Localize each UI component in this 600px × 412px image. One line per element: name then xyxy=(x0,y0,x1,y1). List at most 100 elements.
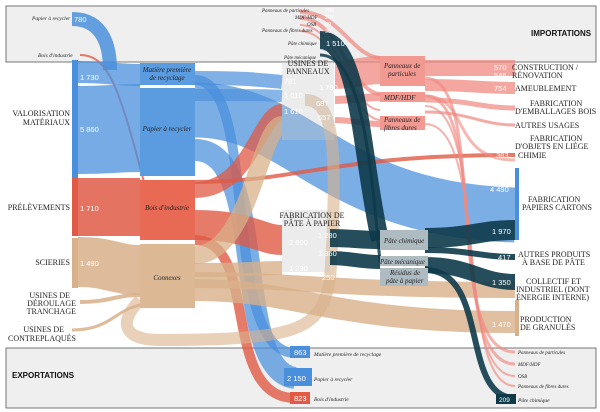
export-pate-chimique-label: Pâte chimique xyxy=(517,398,550,404)
export-mpr-label: Matière première de recyclage xyxy=(313,352,382,358)
mid-fab-pate-l1: FABRICATION DE xyxy=(280,211,345,220)
out-chimie-v: 383 xyxy=(496,151,509,160)
out-construction-v2: 546 xyxy=(494,71,507,80)
out-granules-l1: PRODUCTION xyxy=(520,315,572,324)
mid-usines-l2: PANNEAUX xyxy=(286,67,329,76)
out-autres-produits-v: 417 xyxy=(498,253,511,262)
node-fab-pate xyxy=(282,210,330,272)
source-deroulage-l3: TRANCHAGE xyxy=(27,307,76,316)
flow-pc-autres xyxy=(424,247,516,260)
node-residus xyxy=(380,268,428,286)
value-connexes-usines: 657 xyxy=(318,113,331,122)
import-particules-label: Panneaux de particules xyxy=(261,9,309,14)
import-osb-value: 69 xyxy=(325,22,331,28)
value-1730: 1 730 xyxy=(80,73,99,82)
flow-papier-usines xyxy=(194,89,283,102)
value-prelevements: 1 710 xyxy=(80,204,99,213)
value-fab-2600: 2 600 xyxy=(289,238,308,247)
export-mpr-value: 863 xyxy=(294,348,307,357)
mid-fab-pate-l2: PÂTE À PAPIER xyxy=(284,218,341,228)
out-autres-produits-l2: À BASE DE PÂTE xyxy=(522,257,585,267)
out-collectif-l1: COLLECTIF ET xyxy=(526,277,581,286)
export-mdf: MDF/HDF xyxy=(517,363,541,368)
out-autres-produits-l1: AUTRES PRODUITS xyxy=(518,250,590,259)
out-chimie: CHIMIE xyxy=(518,151,547,160)
value-mpr-usines: 781 xyxy=(284,77,297,86)
source-contreplaques-l2: CONTREPLAQUÉS xyxy=(8,333,76,343)
export-particules: Panneaux de particules xyxy=(517,351,565,356)
flow-pc-cartons xyxy=(424,220,516,248)
value-fab-1230: 1 230 xyxy=(289,264,308,273)
node-mpr xyxy=(140,63,195,85)
node-prelevements xyxy=(72,178,78,236)
flow-deroulage xyxy=(79,293,141,304)
out-ameublement-v: 754 xyxy=(494,84,507,93)
out-construction-l2: RÉNOVATION xyxy=(512,70,563,80)
mid-pate-meca: Pâte mécanique xyxy=(379,258,425,266)
mid-bois: Bois d'industrie xyxy=(145,204,189,212)
flow-connexes-usines xyxy=(193,116,286,264)
import-bois-label: Bois d'industrie xyxy=(38,53,73,59)
flow-bois-fab xyxy=(194,210,283,255)
source-deroulage-l1: USINES DE xyxy=(29,291,70,300)
mid-fibres-l2: fibres dures xyxy=(384,124,417,132)
node-out-cartons xyxy=(515,168,519,240)
export-osb: OSB xyxy=(518,375,527,380)
mid-particules-l2: particules xyxy=(387,70,416,78)
mid-mpr-l2: de recyclage xyxy=(149,74,184,82)
import-pate-chimique-value: 1 510 xyxy=(326,39,345,48)
value-pc-1280: 1 280 xyxy=(318,231,337,240)
node-panneaux-fibres xyxy=(380,116,425,130)
out-construction-v1: 570 xyxy=(494,63,507,72)
node-panneaux-particules xyxy=(380,56,425,86)
value-mdf-687: 687 xyxy=(316,99,329,108)
value-pm-1350: 1 350 xyxy=(318,249,337,258)
flow-bois-chimie xyxy=(194,153,516,184)
flow-panel-autres xyxy=(424,110,516,127)
exports-label: EXPORTATIONS xyxy=(12,371,75,380)
flow-connexes-fab xyxy=(194,261,283,277)
mid-mdf: MDF/HDF xyxy=(383,94,416,102)
flow-panel-ameublement xyxy=(424,79,516,94)
export-fibres: Panneaux de fibres dures xyxy=(517,385,569,390)
out-emballages-l1: FABRICATION xyxy=(530,99,583,108)
export-papier-value: 2 150 xyxy=(287,374,306,383)
flow-mpr-usines xyxy=(194,71,283,89)
flow-papier-cartons xyxy=(193,82,516,243)
source-deroulage-l2: DÉROULAGE xyxy=(27,298,76,308)
mid-mpr-l1: Matière première xyxy=(142,66,191,74)
mid-residus-l1: Résidus de xyxy=(389,269,420,277)
out-autres-usages: AUTRES USAGES xyxy=(515,121,579,130)
import-mdf-label: MDF/HDF xyxy=(294,16,318,21)
import-fibres-label: Panneaux de fibres dures xyxy=(261,29,313,34)
mid-papier: Papier à recycler xyxy=(142,125,192,133)
flow-mdf-out xyxy=(424,94,516,162)
flow-connexes-collectif xyxy=(194,272,516,298)
source-valorisation-l2: MATÉRIAUX xyxy=(23,117,70,127)
node-pate-meca xyxy=(380,256,428,266)
export-bois-label: Bois d'industrie xyxy=(314,397,349,403)
flow-imp-pate-meca xyxy=(319,53,382,263)
node-out-granules xyxy=(515,300,519,336)
out-collectif-l2: INDUSTRIEL (DONT xyxy=(516,285,590,294)
mid-particules-l1: Panneaux de xyxy=(383,62,420,70)
flow-fab-pc xyxy=(329,229,381,249)
imports-label: IMPORTATIONS xyxy=(531,29,592,38)
node-mdf xyxy=(380,92,425,102)
mid-connexes: Connexes xyxy=(153,274,180,282)
flow-bois-usines xyxy=(194,104,285,198)
flow-pm-collectif xyxy=(424,257,516,290)
out-papiers-l2: PAPIERS CARTONS xyxy=(522,203,592,212)
node-pate-chimique xyxy=(380,230,428,250)
import-papier-value: 780 xyxy=(74,15,87,24)
mid-usines-l1: USINES DE xyxy=(288,59,329,68)
flow-val-papier xyxy=(77,84,141,174)
source-prelevements: PRÉLÈVEMENTS xyxy=(8,202,70,212)
mid-pate-chimique: Pâte chimique xyxy=(383,237,424,245)
import-mdf-value: 264 xyxy=(325,15,334,21)
import-pate-chimique-label: Pâte chimique xyxy=(287,42,318,47)
value-papier-usines: 1 010 xyxy=(284,91,303,100)
import-pate-meca-label: Pâte mécanique xyxy=(283,56,317,61)
flow-val-mpr xyxy=(77,61,141,86)
